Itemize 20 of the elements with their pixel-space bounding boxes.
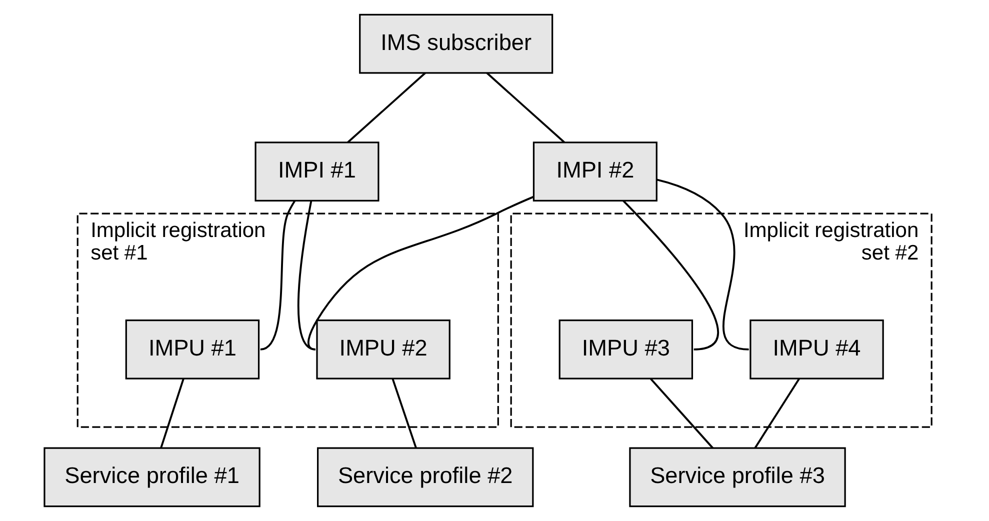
connector: [486, 72, 566, 144]
node-box: IMPU #1: [125, 320, 260, 380]
node-box: IMPI #2: [532, 142, 658, 202]
connector: [650, 378, 714, 449]
node-box: IMPI #1: [254, 142, 380, 202]
node-box: IMPU #3: [558, 320, 694, 380]
connector: [308, 196, 534, 350]
node-box: Service profile #3: [629, 447, 846, 508]
connector: [392, 378, 417, 448]
connector: [260, 200, 296, 350]
node-box: IMPU #2: [316, 320, 450, 380]
node-box: Service profile #2: [317, 447, 534, 508]
connector: [160, 378, 184, 448]
connector: [347, 72, 426, 144]
node-box: IMS subscriber: [359, 14, 554, 74]
connector: [754, 378, 800, 449]
connector: [656, 178, 749, 350]
node-box: IMPU #4: [750, 320, 884, 380]
node-box: Service profile #1: [44, 447, 260, 508]
connector: [622, 200, 719, 350]
